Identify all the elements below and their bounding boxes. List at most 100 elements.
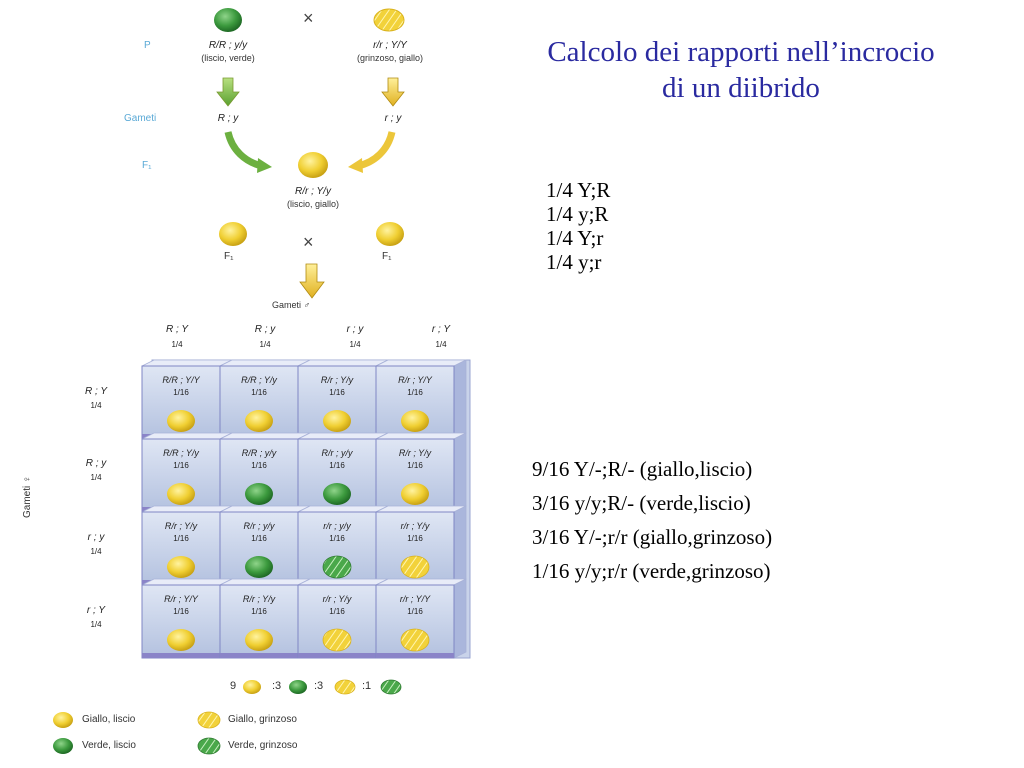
cell-genotype: R/r ; Y/y	[242, 594, 276, 604]
cell-fraction: 1/16	[407, 461, 423, 470]
pea-yellow-smooth-icon	[323, 410, 351, 432]
row-gamete-head: r ; y	[87, 532, 105, 543]
cell-side	[453, 578, 467, 659]
phenotype-ratio-item: 3/16 Y/-;r/r (giallo,grinzoso)	[532, 525, 773, 549]
title-line-2: di un diibrido	[662, 72, 820, 104]
cell-genotype: r/r ; y/y	[323, 521, 351, 531]
pea-green-smooth-icon	[289, 680, 307, 694]
gamete1: R ; y	[217, 113, 239, 124]
arrow-curve-icon	[224, 131, 263, 170]
legend-yellow-wrinkled: Giallo, grinzoso	[228, 714, 297, 725]
pea-yellow-smooth-icon	[401, 483, 429, 505]
pea-yellow-smooth-icon	[376, 222, 404, 246]
pea-yellow-smooth-icon	[167, 629, 195, 651]
cell-top	[297, 359, 389, 367]
col-gamete-head: r ; y	[346, 324, 364, 335]
pea-yellow-wrinkled-icon	[197, 711, 221, 729]
phenotype-ratio-item: 3/16 y/y;R/- (verde,liscio)	[532, 491, 751, 515]
cell-genotype: R/r ; Y/Y	[164, 594, 198, 604]
cell-floor	[376, 653, 454, 658]
cell-side	[453, 505, 467, 586]
legend-green-wrinkled: Verde, grinzoso	[228, 740, 298, 751]
pea-green-smooth-icon	[245, 483, 273, 505]
cell-genotype: R/R ; Y/y	[241, 375, 277, 385]
row-gamete-fraction: 1/4	[90, 620, 102, 629]
cell-top	[141, 432, 233, 440]
cell-fraction: 1/16	[251, 461, 267, 470]
cell-genotype: R/R ; Y/y	[163, 448, 199, 458]
female-gametes-label: Gameti ♀	[22, 475, 33, 518]
parent1-genotype: R/R ; y/y	[208, 40, 248, 51]
f1-right-label: F₁	[382, 251, 392, 262]
cell-fraction: 1/16	[329, 607, 345, 616]
cell-side	[453, 432, 467, 513]
row-gamete-head: r ; Y	[86, 605, 106, 616]
col-gamete-fraction: 1/4	[259, 340, 271, 349]
cell-floor	[220, 653, 298, 658]
col-gamete-head: R ; y	[254, 324, 276, 335]
pea-green-wrinkled-icon	[197, 737, 221, 755]
cell-fraction: 1/16	[407, 607, 423, 616]
f1-genotype: R/r ; Y/y	[295, 186, 331, 197]
cell-top	[219, 578, 311, 586]
pea-yellow-smooth-icon	[53, 712, 73, 728]
gamete2: r ; y	[384, 113, 402, 124]
ratio-1: :1	[362, 680, 372, 692]
arrow-down-icon	[299, 263, 325, 299]
cell-genotype: R/R ; y/y	[241, 448, 277, 458]
cell-top	[141, 505, 233, 513]
col-gamete-head: R ; Y	[165, 324, 189, 335]
arrow-down-icon	[216, 77, 240, 107]
cell-genotype: R/r ; y/y	[321, 448, 353, 458]
pea-yellow-wrinkled-icon	[400, 555, 430, 579]
legend-yellow-smooth: Giallo, liscio	[82, 714, 136, 725]
cell-top	[375, 432, 467, 440]
arrow-curve-icon	[357, 131, 396, 170]
pea-green-wrinkled-icon	[322, 555, 352, 579]
cell-genotype: R/R ; Y/Y	[162, 375, 200, 385]
cell-genotype: R/r ; Y/Y	[398, 375, 432, 385]
ratio-3a: :3	[272, 680, 282, 692]
phenotype-ratio-item: 9/16 Y/-;R/- (giallo,liscio)	[532, 457, 753, 481]
row-gamete-head: R ; Y	[84, 386, 108, 397]
cell-top	[219, 359, 311, 367]
phenotype-ratio-list: 9/16 Y/-;R/- (giallo,liscio) 3/16 y/y;R/…	[532, 452, 772, 588]
gamete-ratio-item: 1/4 Y;R	[546, 178, 611, 202]
cell-genotype: R/r ; Y/y	[164, 521, 198, 531]
row-gamete-fraction: 1/4	[90, 547, 102, 556]
col-gamete-fraction: 1/4	[435, 340, 447, 349]
parent2-genotype: r/r ; Y/Y	[373, 40, 407, 51]
cell-fraction: 1/16	[173, 461, 189, 470]
cell-top	[219, 432, 311, 440]
pea-yellow-smooth-icon	[167, 556, 195, 578]
cell-top	[297, 505, 389, 513]
f1-left-label: F₁	[224, 251, 234, 262]
col-gamete-fraction: 1/4	[171, 340, 183, 349]
cross-symbol-f1: ×	[303, 232, 314, 252]
ratio-3b: :3	[314, 680, 324, 692]
title-line-1: Calcolo dei rapporti nell’incrocio	[547, 36, 935, 68]
row-gamete-head: R ; y	[85, 458, 107, 469]
pea-green-smooth-icon	[53, 738, 73, 754]
pea-yellow-smooth-icon	[167, 410, 195, 432]
pea-yellow-smooth-icon	[401, 410, 429, 432]
cell-fraction: 1/16	[173, 607, 189, 616]
cross-symbol: ×	[303, 8, 314, 28]
p-label: P	[144, 40, 151, 51]
cell-genotype: R/r ; Y/y	[320, 375, 354, 385]
ratio-9: 9	[230, 680, 237, 692]
cell-fraction: 1/16	[407, 388, 423, 397]
row-gamete-fraction: 1/4	[90, 473, 102, 482]
page-title: Calcolo dei rapporti nell’incrocio di un…	[486, 34, 996, 106]
cell-fraction: 1/16	[407, 534, 423, 543]
pea-green-smooth-icon	[245, 556, 273, 578]
cell-top	[375, 505, 467, 513]
parent1-phenotype: (liscio, verde)	[201, 53, 255, 63]
pea-yellow-wrinkled-icon	[334, 679, 356, 695]
cell-top	[375, 359, 467, 367]
cell-fraction: 1/16	[173, 534, 189, 543]
dihybrid-cross-diagram	[53, 8, 471, 755]
pea-yellow-wrinkled-icon	[400, 628, 430, 652]
cell-side	[453, 359, 467, 440]
gamete-ratio-list: 1/4 Y;R 1/4 y;R 1/4 Y;r 1/4 y;r	[546, 178, 610, 274]
